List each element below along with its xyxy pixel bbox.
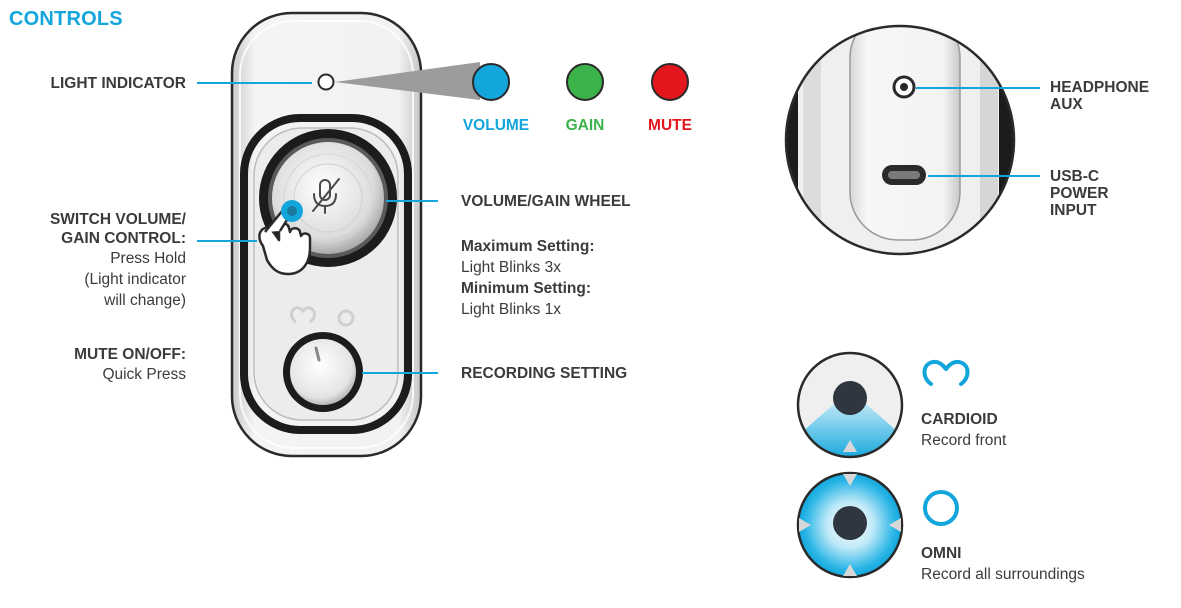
light-indicator	[317, 62, 480, 100]
switch-control-label: SWITCH VOLUME/ GAIN CONTROL: Press Hold …	[0, 210, 186, 311]
wheel-title: VOLUME/GAIN WHEEL	[461, 193, 631, 210]
page-title: CONTROLS	[9, 8, 123, 30]
usb-label-line2: POWER	[1050, 185, 1109, 202]
ports-closeup	[784, 24, 1016, 256]
indicator-swatch-gain	[566, 63, 604, 101]
switch-title-line2: GAIN CONTROL:	[61, 230, 186, 247]
headphone-port	[892, 75, 916, 99]
switch-title-line1: SWITCH VOLUME/	[49, 211, 186, 228]
cardioid-desc: Record front	[921, 432, 1007, 449]
leader-switch	[197, 240, 257, 242]
wheel-settings: Maximum Setting: Light Blinks 3x Minimum…	[461, 236, 594, 320]
cardioid-diagram	[796, 351, 904, 459]
wheel-min-label: Minimum Setting:	[461, 280, 592, 297]
usb-c-port	[882, 165, 926, 185]
omni-desc: Record all surroundings	[921, 566, 1085, 583]
indicator-label-gain: GAIN	[565, 117, 605, 134]
switch-desc-line1: Press Hold	[110, 250, 186, 267]
light-indicator-label: LIGHT INDICATOR	[50, 75, 186, 92]
omni-label: OMNI Record all surroundings	[921, 543, 1085, 585]
hand-pointer-icon	[258, 200, 312, 276]
omni-name: OMNI	[921, 545, 962, 562]
indicator-swatch-volume	[472, 63, 510, 101]
cardioid-label: CARDIOID Record front	[921, 409, 1006, 451]
cardioid-icon	[922, 359, 970, 386]
omni-icon	[923, 490, 959, 526]
mute-title: MUTE ON/OFF:	[74, 346, 186, 363]
mic-mute-icon	[312, 178, 340, 214]
wheel-max-value: Light Blinks 3x	[461, 259, 561, 276]
recording-setting-knob[interactable]	[283, 332, 363, 412]
indicator-swatch-mute	[651, 63, 689, 101]
headphone-label-line1: HEADPHONE	[1050, 79, 1150, 96]
usb-label: USB-C POWER INPUT	[1050, 168, 1109, 219]
leader-wheel	[386, 200, 438, 202]
recording-setting-label: RECORDING SETTING	[461, 365, 628, 382]
indicator-label-volume: VOLUME	[462, 117, 530, 134]
headphone-label: HEADPHONE AUX	[1050, 79, 1149, 113]
wheel-max-label: Maximum Setting:	[461, 238, 595, 255]
usb-label-line1: USB-C	[1050, 168, 1100, 185]
headphone-label-line2: AUX	[1050, 96, 1083, 113]
leader-light-indicator	[197, 82, 312, 84]
leader-headphone	[916, 87, 1040, 89]
mute-label: MUTE ON/OFF: Quick Press	[0, 345, 186, 385]
switch-desc-line2: (Light indicator	[84, 271, 186, 288]
wheel-min-value: Light Blinks 1x	[461, 301, 561, 318]
indicator-label-mute: MUTE	[648, 117, 692, 134]
leader-usb	[928, 175, 1040, 177]
mode-icons-on-device	[290, 306, 355, 327]
mute-desc: Quick Press	[102, 366, 186, 383]
cardioid-name: CARDIOID	[921, 411, 998, 428]
omni-diagram	[796, 471, 904, 579]
leader-recording	[362, 372, 438, 374]
switch-desc-line3: will change)	[104, 292, 186, 309]
usb-label-line3: INPUT	[1050, 202, 1097, 219]
